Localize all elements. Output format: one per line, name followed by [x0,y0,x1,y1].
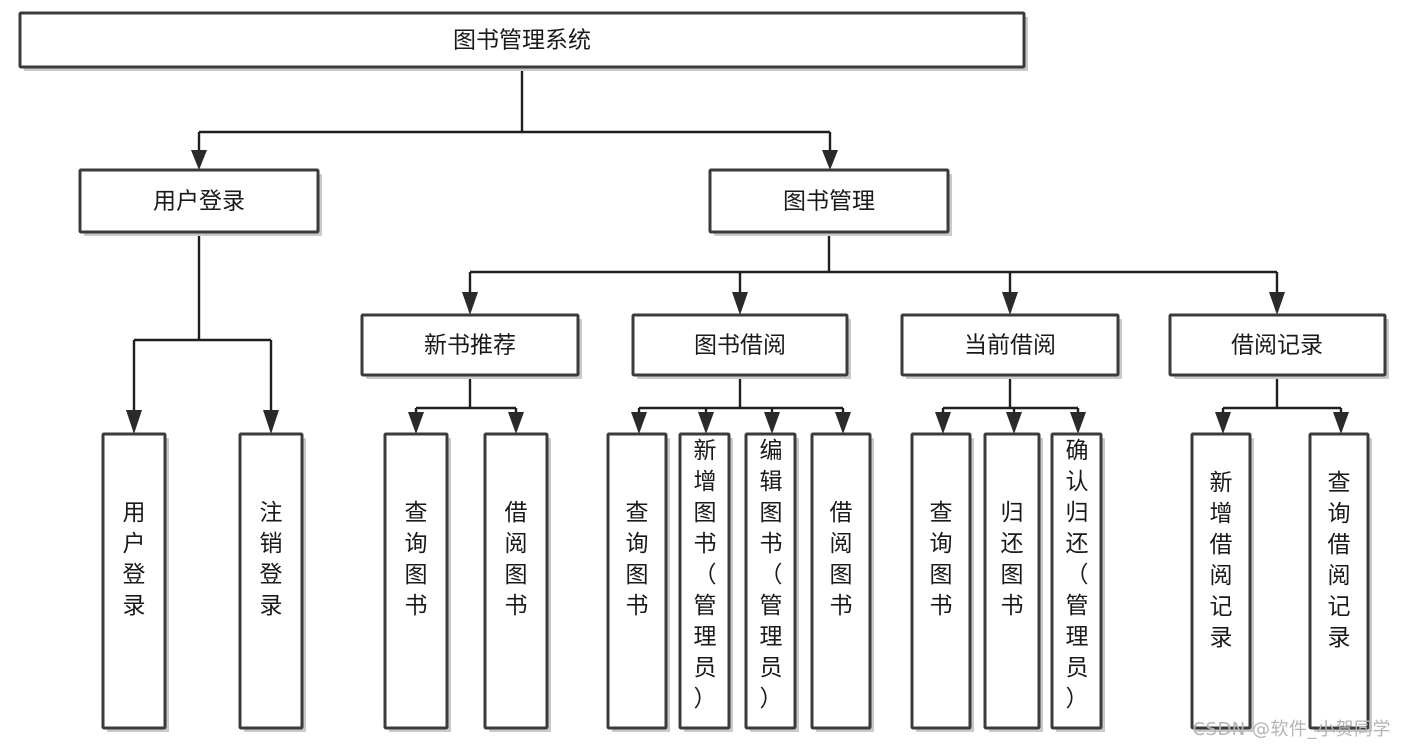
leaf-label-add-record: 新增借阅记录 [1210,470,1233,651]
arrow-head-icon [126,410,142,434]
connector-bookmanage-to-level3 [462,232,1285,315]
leaf-node-borrow-book-newbook[interactable]: 借阅图书 [483,432,551,732]
csdn-watermark: CSDN @软件_小贺同学 [1192,719,1391,740]
leaf-label-query-record: 查询借阅记录 [1328,470,1351,651]
leaf-node-borrow-book-borrow[interactable]: 借阅图书 [810,432,874,732]
leaf-label-return-book: 归还图书 [1001,500,1024,619]
leaf-label-add-book: 新增图书（管理员） [694,438,717,712]
connector-bookborrow-to-leaves [631,375,851,434]
leaf-label-confirm-return: 确认归还（管理员） [1066,438,1089,712]
arrow-head-icon [935,412,951,434]
arrow-head-icon [631,412,647,434]
leaf-label-query-book-2: 查询图书 [626,500,649,619]
node-label-book-manage: 图书管理 [783,189,875,215]
node-label-new-book-recommend: 新书推荐 [424,333,516,359]
arrow-head-icon [764,412,780,434]
arrow-head-icon [822,150,838,170]
node-book-borrow[interactable]: 图书借阅 [631,313,851,379]
arrow-head-icon [191,150,207,170]
connector-userlogin-to-leaves [126,232,279,434]
node-label-current-borrow: 当前借阅 [964,333,1056,359]
arrow-head-icon [698,412,714,434]
leaf-node-query-book-newbook[interactable]: 查询图书 [383,432,451,732]
leaf-label-borrow-book-1: 借阅图书 [505,500,528,619]
connector-layer [126,67,1349,434]
leaf-node-query-record[interactable]: 查询借阅记录 [1308,432,1372,732]
node-root-system[interactable]: 图书管理系统 [18,11,1028,71]
leaf-label-logout: 注销登录 [260,500,283,619]
arrow-head-icon [462,292,478,315]
connector-borrowrecord-to-leaves [1215,375,1349,434]
leaf-node-user-login[interactable]: 用户登录 [101,432,169,732]
node-user-login[interactable]: 用户登录 [78,168,322,236]
arrow-head-icon [732,292,748,315]
node-label-root: 图书管理系统 [453,28,591,54]
leaf-label-edit-book: 编辑图书（管理员） [760,438,783,712]
arrow-head-icon [508,412,524,434]
connector-newbook-to-leaves [408,375,524,434]
leaf-node-logout[interactable]: 注销登录 [238,432,306,732]
leaf-node-query-book-borrow[interactable]: 查询图书 [606,432,670,732]
leaf-label-user-login: 用户登录 [123,500,146,619]
arrow-head-icon [263,410,279,434]
arrow-head-icon [1333,412,1349,434]
leaf-node-add-book[interactable]: 新增图书（管理员） [678,432,733,732]
leaf-node-return-book[interactable]: 归还图书 [983,432,1043,732]
node-label-borrow-record: 借阅记录 [1231,333,1323,359]
arrow-head-icon [1070,412,1086,434]
leaf-node-add-record[interactable]: 新增借阅记录 [1190,432,1254,732]
arrow-head-icon [408,412,424,434]
leaf-label-query-book-3: 查询图书 [930,500,953,619]
leaf-node-confirm-return[interactable]: 确认归还（管理员） [1050,432,1105,732]
node-label-user-login: 用户登录 [153,189,245,215]
leaf-label-borrow-book-2: 借阅图书 [830,500,853,619]
arrow-head-icon [835,412,851,434]
connector-currentborrow-to-leaves [935,375,1086,434]
node-label-book-borrow: 图书借阅 [694,333,786,359]
arrow-head-icon [1002,292,1018,315]
leaf-node-query-book-current[interactable]: 查询图书 [910,432,974,732]
node-current-borrow[interactable]: 当前借阅 [900,313,1122,379]
node-book-manage[interactable]: 图书管理 [708,168,952,236]
arrow-head-icon [1006,412,1022,434]
node-borrow-record[interactable]: 借阅记录 [1168,313,1389,379]
connector-root-to-level2 [191,67,838,170]
arrow-head-icon [1215,412,1231,434]
arrow-head-icon [1269,292,1285,315]
node-new-book-recommend[interactable]: 新书推荐 [360,313,582,379]
leaf-node-edit-book[interactable]: 编辑图书（管理员） [744,432,799,732]
leaf-label-query-book-1: 查询图书 [405,500,428,619]
